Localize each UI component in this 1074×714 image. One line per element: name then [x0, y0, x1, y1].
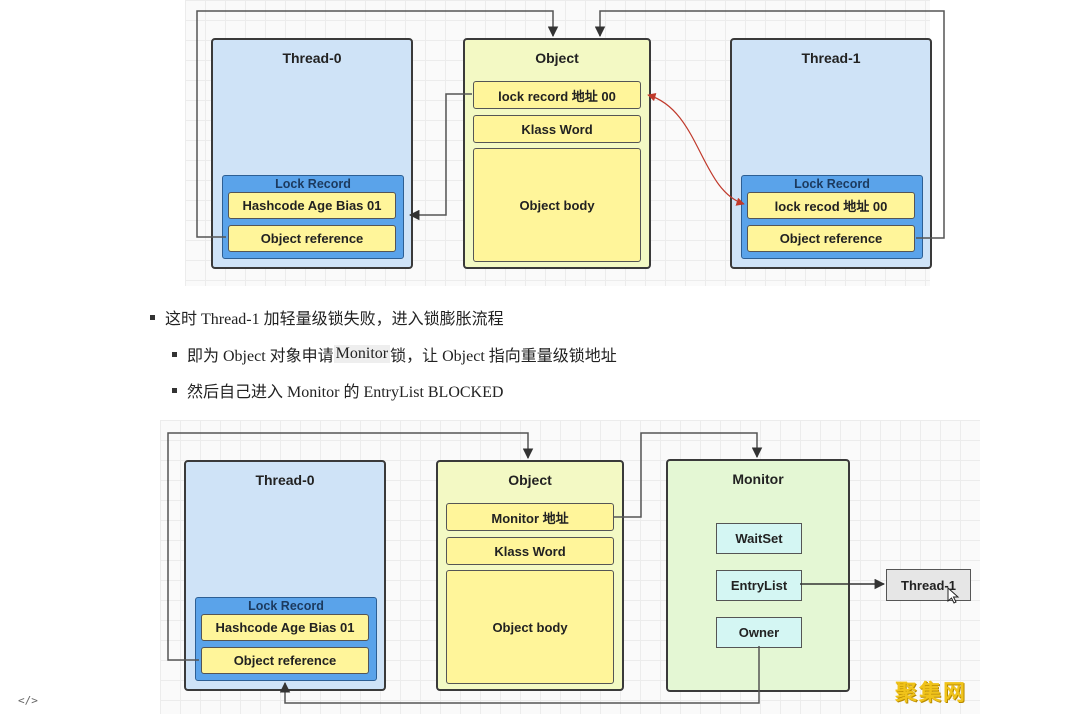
bottom-thread0-title: Thread-0 [255, 472, 315, 488]
top-object-box: Object lock record 地址 00 Klass Word Obje… [463, 38, 651, 269]
top-object-title: Object [535, 50, 579, 66]
bottom-monitor-title: Monitor [732, 471, 784, 487]
code-brackets-icon[interactable]: </> [18, 694, 38, 707]
bottom-thread0-lock-record-title: Lock Record [248, 599, 324, 613]
mouse-cursor-icon [947, 586, 960, 604]
top-object-body-field: Object body [473, 148, 641, 262]
bottom-thread0-hashcode-field: Hashcode Age Bias 01 [201, 614, 369, 641]
bottom-object-monitor-address-field: Monitor 地址 [446, 503, 614, 531]
top-thread1-title: Thread-1 [801, 50, 861, 66]
bottom-monitor-box: Monitor WaitSet EntryList Owner [666, 459, 850, 692]
bottom-thread0-lock-record: Lock Record Hashcode Age Bias 01 Object … [195, 597, 377, 681]
bottom-object-title: Object [508, 472, 552, 488]
bullet-2-highlight: Monitor [333, 345, 391, 363]
top-thread0-hashcode-field: Hashcode Age Bias 01 [228, 192, 396, 219]
top-thread0-title: Thread-0 [282, 50, 342, 66]
top-object-lock-record-address-field: lock record 地址 00 [473, 81, 641, 109]
top-thread0-lock-record: Lock Record Hashcode Age Bias 01 Object … [222, 175, 404, 259]
top-thread1-ref-to-object-connector [594, 10, 945, 239]
monitor-owner-field: Owner [716, 617, 802, 648]
bullet-3-text: 然后自己进入 Monitor 的 EntryList BLOCKED [187, 384, 504, 401]
top-thread1-lock-record-title: Lock Record [794, 177, 870, 191]
top-cas-attempt-connector [647, 93, 745, 206]
top-thread1-lock-record-address-field: lock recod 地址 00 [747, 192, 915, 219]
bullet-2: 即为 Object 对象申请 Monitor 锁，让 Object 指向重量级锁… [172, 342, 617, 366]
bullet-2-text-pre: 即为 Object 对象申请 [187, 348, 334, 365]
top-thread1-lock-record: Lock Record lock recod 地址 00 Object refe… [741, 175, 923, 259]
top-thread0-lock-record-title: Lock Record [275, 177, 351, 191]
top-thread0-ref-to-object-connector [196, 10, 559, 238]
bullet-2-text-post: 锁，让 Object 指向重量级锁地址 [390, 348, 617, 365]
bottom-thread0-box: Thread-0 Lock Record Hashcode Age Bias 0… [184, 460, 386, 691]
monitor-waitset-field: WaitSet [716, 523, 802, 554]
bullet-dot-icon [172, 387, 177, 393]
bullet-1-text: 这时 Thread-1 加轻量级锁失败，进入锁膨胀流程 [165, 311, 504, 328]
bottom-object-body-field: Object body [446, 570, 614, 684]
bullet-dot-icon [150, 314, 155, 320]
bullet-3: 然后自己进入 Monitor 的 EntryList BLOCKED [172, 378, 503, 402]
top-thread1-object-reference-field: Object reference [747, 225, 915, 252]
bottom-thread0-ref-to-object-connector [167, 432, 534, 661]
top-object-to-thread0-lock-record-connector [408, 93, 472, 221]
bottom-owner-to-thread0-connector [279, 646, 760, 704]
bottom-object-to-monitor-connector [614, 432, 763, 518]
bullet-1: 这时 Thread-1 加轻量级锁失败，进入锁膨胀流程 [150, 305, 504, 329]
bottom-thread0-object-reference-field: Object reference [201, 647, 369, 674]
top-thread0-object-reference-field: Object reference [228, 225, 396, 252]
bottom-object-klass-word-field: Klass Word [446, 537, 614, 565]
top-thread0-box: Thread-0 Lock Record Hashcode Age Bias 0… [211, 38, 413, 269]
monitor-entrylist-field: EntryList [716, 570, 802, 601]
watermark-logo: 聚集网 [895, 681, 968, 706]
bullet-dot-icon [172, 351, 177, 357]
top-thread1-box: Thread-1 Lock Record lock recod 地址 00 Ob… [730, 38, 932, 269]
bottom-object-box: Object Monitor 地址 Klass Word Object body [436, 460, 624, 691]
top-object-klass-word-field: Klass Word [473, 115, 641, 143]
